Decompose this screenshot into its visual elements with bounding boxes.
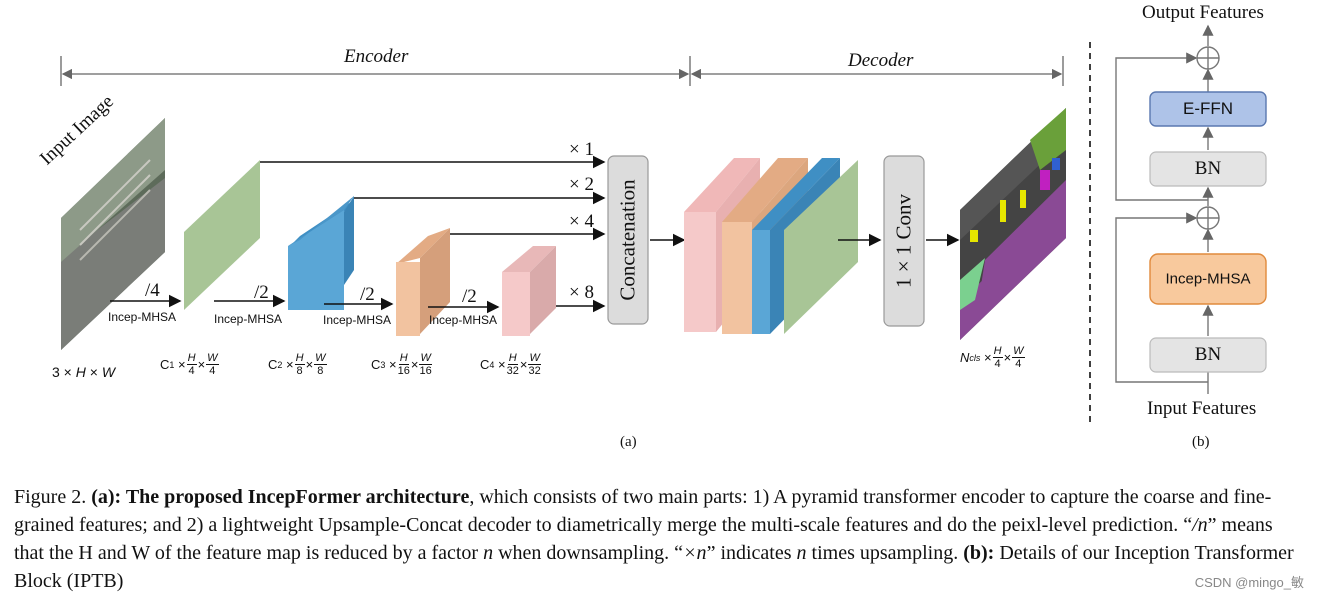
upsample-label-1: × 1 [569,139,594,160]
architecture-diagram [60,24,1267,424]
mhsa-box [1149,253,1267,305]
bn-label-lower: BN [1194,344,1222,365]
conv-label: 1 × 1 Conv [891,193,916,289]
decoder-stack [684,158,858,334]
bn-box-upper [1149,151,1267,187]
skip-connections [260,155,606,313]
upsample-label-2: × 2 [569,174,594,195]
upsample-label-4: × 8 [569,282,594,303]
downsample-label-3: /2 [360,284,375,305]
panel-a-sublabel: (a) [620,434,637,450]
bn-box-lower [1149,337,1267,373]
watermark: CSDN @mingo_敏 [1194,575,1304,590]
block-label-1: Incep-MHSA [108,310,177,324]
block-label-2: Incep-MHSA [214,312,283,326]
stage4-feature [502,246,556,336]
downsample-label-4: /2 [462,286,477,307]
encoder-arrows [110,294,500,314]
downsample-label-2: /2 [254,282,269,303]
input-image [61,118,165,350]
mhsa-label: Incep-MHSA [1165,270,1251,288]
panel-b-sublabel: (b) [1192,434,1210,450]
effn-label: E-FFN [1182,99,1234,118]
concat-label: Concatenation [615,179,640,301]
output-segmentation [960,108,1066,340]
concatenation-box [607,155,649,325]
block-label-4: Incep-MHSA [429,313,498,327]
encoder-span [60,56,1064,86]
conv-box [883,155,925,327]
downsample-label-1: /4 [145,280,160,301]
input-features-label: Input Features [1147,398,1257,419]
bn-label-upper: BN [1194,158,1222,179]
encoder-label: Encoder [344,46,409,67]
block-label-3: Incep-MHSA [323,313,392,327]
effn-box [1149,91,1267,127]
output-features-label: Output Features [1142,2,1264,23]
stage1-feature [184,160,260,310]
upsample-label-3: × 4 [569,211,594,232]
figure-caption: Figure 2. (a): The proposed IncepFormer … [14,486,1294,592]
stage2-feature [288,196,354,310]
input-dim: 3 × H × W [52,364,116,380]
decoder-label: Decoder [848,50,914,71]
